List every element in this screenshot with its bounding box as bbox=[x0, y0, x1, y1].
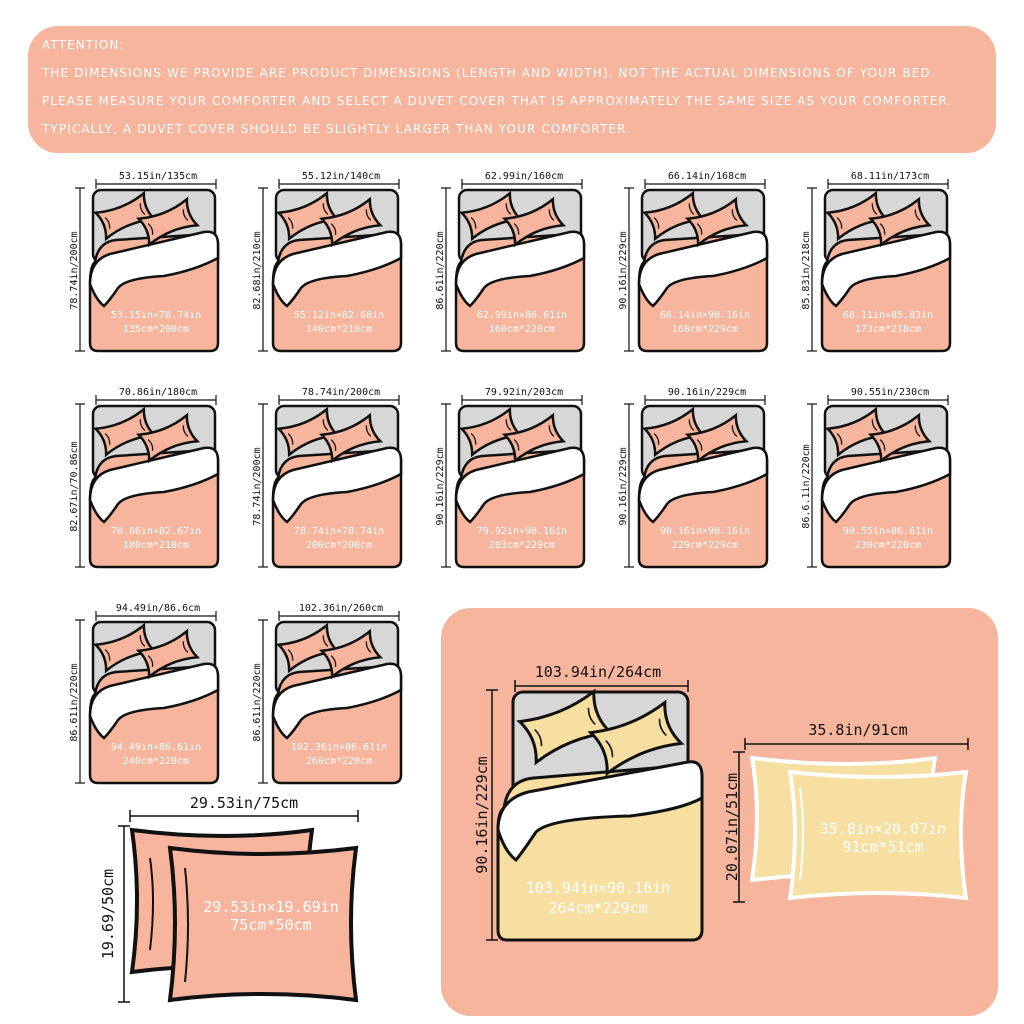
bed-size-cm: 160cm*220cm bbox=[489, 324, 555, 335]
bed-height-label: 82.67in/70.86cm bbox=[69, 441, 80, 531]
bed-size-cm: 135cm*200cm bbox=[123, 324, 189, 335]
bed-size-inches: 68.11in×85.83in bbox=[843, 310, 933, 321]
king-pillow-width-label: 35.8in/91cm bbox=[808, 721, 907, 739]
bed-size-cm: 140cm*210cm bbox=[306, 324, 372, 335]
king-pillow-size-cm: 91cm*51cm bbox=[842, 838, 923, 856]
standard-pillow-size-inches: 29.53in×19.69in bbox=[203, 898, 338, 916]
bed-size-card: 68.11in/173cm 85.83in/218cm 68.11in×85.83i… bbox=[801, 171, 952, 353]
bed-width-label: 102.36in/260cm bbox=[299, 603, 383, 614]
standard-pillow-size-cm: 75cm*50cm bbox=[230, 916, 311, 934]
bed-size-card: 53.15in/135cm 78.74in/200cm 53.15in×78.74i… bbox=[69, 171, 220, 353]
featured-bed-size-cm: 264cm*229cm bbox=[548, 899, 647, 917]
bed-height-label: 78.74in/200cm bbox=[69, 231, 80, 309]
bed-size-card: 78.74in/200cm 78.74in/200cm 78.74in×78.74i… bbox=[252, 387, 403, 569]
bed-size-card: 70.86in/180cm 82.67in/70.86cm 70.86in×82.6… bbox=[69, 387, 220, 569]
bed-size-cm: 230cm*220cm bbox=[855, 540, 921, 551]
featured-bed-size-inches: 103.94in×90.16in bbox=[526, 879, 671, 897]
featured-bed-width-label: 103.94in/264cm bbox=[535, 663, 661, 681]
bed-height-label: 90.16in/229cm bbox=[618, 231, 629, 309]
bed-size-card: 66.14in/168cm 90.16in/229cm 66.14in×90.16i… bbox=[618, 171, 769, 353]
bed-size-inches: 79.92in×90.16in bbox=[477, 526, 567, 537]
attention-line-3: TYPICALLY, A DUVET COVER SHOULD BE SLIGH… bbox=[42, 122, 631, 136]
king-pillow-size-inches: 35.8in×20.07in bbox=[820, 820, 946, 838]
bed-size-inches: 90.55in×86.61in bbox=[843, 526, 933, 537]
bed-size-inches: 66.14in×90.16in bbox=[660, 310, 750, 321]
bed-height-label: 78.74in/200cm bbox=[252, 447, 263, 525]
bed-size-inches: 102.36in×86.61in bbox=[291, 742, 387, 753]
bed-width-label: 68.11in/173cm bbox=[851, 171, 929, 182]
bed-size-inches: 70.86in×82.67in bbox=[111, 526, 201, 537]
featured-bed-height-label: 90.16in/229cm bbox=[473, 756, 491, 873]
king-pillow-height-label: 20.07in/51cm bbox=[723, 773, 741, 881]
bed-size-inches: 53.15in×78.74in bbox=[111, 310, 201, 321]
bed-size-inches: 62.99in×86.61in bbox=[477, 310, 567, 321]
bed-width-label: 94.49in/86.6cm bbox=[116, 603, 200, 614]
bed-size-cm: 203cm*229cm bbox=[489, 540, 555, 551]
bed-height-label: 82.68in/210cm bbox=[252, 231, 263, 309]
bed-size-card: 79.92in/203cm 90.16in/229cm 79.92in×90.16i… bbox=[435, 387, 586, 569]
bed-size-cm: 168cm*229cm bbox=[672, 324, 738, 335]
standard-pillow-diagram: 29.53in/75cm 19.69/50cm 29.53in×19.69in … bbox=[99, 794, 359, 1003]
bed-height-label: 90.16in/229cm bbox=[618, 447, 629, 525]
bed-size-card: 62.99in/160cm 86.61in/220cm 62.99in×86.61i… bbox=[435, 171, 586, 353]
bed-size-cm: 200cm*200cm bbox=[306, 540, 372, 551]
bed-size-card: 55.12in/140cm 82.68in/210cm 55.12in×82.68i… bbox=[252, 171, 403, 353]
bed-size-card: 94.49in/86.6cm 86.61in/220cm 94.49in×86.61… bbox=[69, 603, 220, 785]
bed-width-label: 78.74in/200cm bbox=[302, 387, 380, 398]
bed-height-label: 86.61in/220cm bbox=[435, 231, 446, 309]
bed-width-label: 53.15in/135cm bbox=[119, 171, 197, 182]
bed-height-label: 86.61in/220cm bbox=[69, 663, 80, 741]
bed-width-label: 55.12in/140cm bbox=[302, 171, 380, 182]
featured-bed-diagram: 103.94in/264cm 90.16in/229cm 103.94in×90… bbox=[473, 663, 704, 942]
bed-width-label: 90.16in/229cm bbox=[668, 387, 746, 398]
bed-size-cm: 260cm*220cm bbox=[306, 756, 372, 767]
bed-size-grid: 53.15in/135cm 78.74in/200cm 53.15in×78.74i… bbox=[69, 171, 952, 785]
bed-size-card: 90.55in/230cm 86.6.1in/220cm 90.55in×86.61… bbox=[801, 387, 952, 569]
attention-banner: ATTENTION: THE DIMENSIONS WE PROVIDE ARE… bbox=[28, 26, 996, 153]
bed-size-inches: 55.12in×82.68in bbox=[294, 310, 384, 321]
king-pillow-diagram: 35.8in/91cm 20.07in/51cm 35.8in×20.07in … bbox=[723, 721, 969, 903]
bed-size-inches: 90.16in×90.16in bbox=[660, 526, 750, 537]
bed-size-card: 102.36in/260cm 86.61in/220cm 102.36in×86.6… bbox=[252, 603, 403, 785]
bed-height-label: 86.61in/220cm bbox=[252, 663, 263, 741]
bed-width-label: 90.55in/230cm bbox=[851, 387, 929, 398]
standard-pillow-height-label: 19.69/50cm bbox=[99, 869, 117, 959]
bed-height-label: 85.83in/218cm bbox=[801, 231, 812, 309]
bed-size-cm: 229cm*229cm bbox=[672, 540, 738, 551]
bed-size-cm: 180cm*210cm bbox=[123, 540, 189, 551]
standard-pillow-width-label: 29.53in/75cm bbox=[190, 794, 298, 812]
bed-size-card: 90.16in/229cm 90.16in/229cm 90.16in×90.16i… bbox=[618, 387, 769, 569]
attention-line-2: PLEASE MEASURE YOUR COMFORTER AND SELECT… bbox=[42, 94, 953, 108]
bed-height-label: 90.16in/229cm bbox=[435, 447, 446, 525]
bed-width-label: 62.99in/160cm bbox=[485, 171, 563, 182]
bed-width-label: 70.86in/180cm bbox=[119, 387, 197, 398]
bed-size-inches: 78.74in×78.74in bbox=[294, 526, 384, 537]
attention-line-1: THE DIMENSIONS WE PROVIDE ARE PRODUCT DI… bbox=[42, 66, 936, 80]
bed-width-label: 66.14in/168cm bbox=[668, 171, 746, 182]
bed-size-cm: 240cm*220cm bbox=[123, 756, 189, 767]
bed-width-label: 79.92in/203cm bbox=[485, 387, 563, 398]
bed-height-label: 86.6.1in/220cm bbox=[801, 444, 812, 528]
attention-title: ATTENTION: bbox=[42, 38, 125, 52]
bed-size-cm: 173cm*218cm bbox=[855, 324, 921, 335]
bed-size-inches: 94.49in×86.61in bbox=[111, 742, 201, 753]
